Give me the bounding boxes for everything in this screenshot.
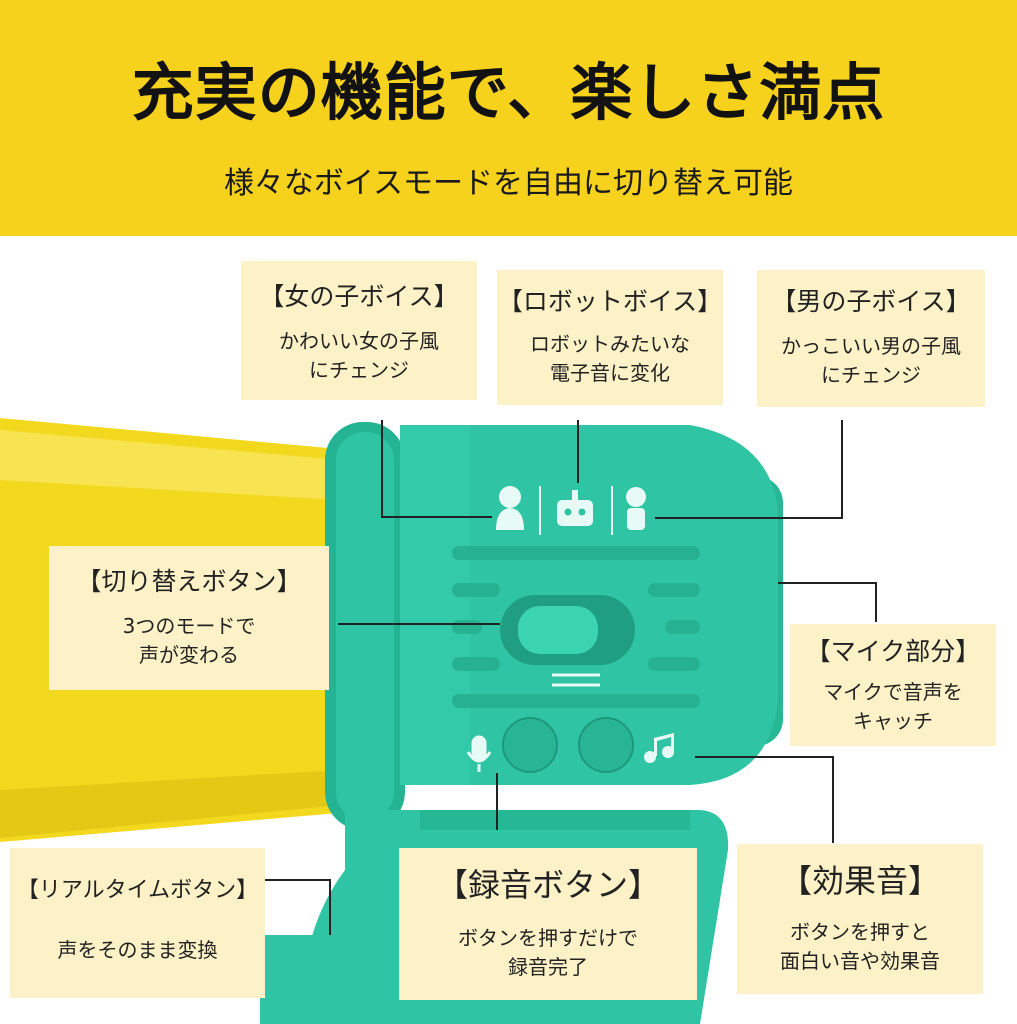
callout-desc: 声をそのまま変換 (57, 938, 218, 962)
callout-desc: かっこいい男の子風 にチェンジ (781, 334, 961, 387)
callout-title: 【マイク部分】 (805, 637, 981, 666)
callout-title: 【効果音】 (779, 862, 940, 900)
robot-voice-callout: 【ロボットボイス】 ロボットみたいな 電子音に変化 (497, 270, 723, 405)
callout-title: 【女の子ボイス】 (259, 282, 459, 311)
callout-desc: かわいい女の子風 にチェンジ (279, 329, 439, 382)
music-note-icon (644, 733, 674, 763)
record-button[interactable] (578, 717, 634, 773)
realtime-button[interactable] (502, 717, 558, 773)
swap-arrows-icon (552, 673, 600, 687)
callout-desc: ボタンを押すだけで 録音完了 (458, 926, 638, 979)
robot-icon (557, 490, 593, 526)
callout-desc: ロボットみたいな 電子音に変化 (530, 332, 690, 385)
callout-title: 【録音ボタン】 (435, 866, 660, 904)
sound-effect-callout: 【効果音】 ボタンを押すと 面白い音や効果音 (737, 844, 983, 994)
microphone-icon (466, 735, 492, 772)
switch-button-callout: 【切り替えボタン】 3つのモードで 声が変わる (49, 546, 329, 690)
record-button-callout: 【録音ボタン】 ボタンを押すだけで 録音完了 (399, 848, 697, 1000)
page-subtitle: 様々なボイスモードを自由に切り替え可能 (223, 166, 794, 201)
callout-title: 【リアルタイムボタン】 (16, 878, 259, 903)
boy-icon (626, 487, 646, 530)
girl-voice-callout: 【女の子ボイス】 かわいい女の子風 にチェンジ (241, 261, 477, 400)
callout-desc: マイクで音声を キャッチ (823, 680, 963, 733)
boy-voice-callout: 【男の子ボイス】 かっこいい男の子風 にチェンジ (757, 270, 985, 407)
callout-title: 【切り替えボタン】 (76, 567, 302, 596)
mic-part-callout: 【マイク部分】 マイクで音声を キャッチ (790, 624, 996, 746)
callout-desc: ボタンを押すと 面白い音や効果音 (780, 920, 940, 973)
callout-desc: 3つのモードで 声が変わる (122, 614, 256, 667)
realtime-button-callout: 【リアルタイムボタン】 声をそのまま変換 (10, 848, 265, 998)
girl-icon (496, 486, 524, 530)
page-title: 充実の機能で、楽しさ満点 (131, 56, 886, 129)
mode-switch-knob[interactable] (518, 606, 598, 654)
callout-title: 【ロボットボイス】 (497, 287, 723, 316)
header-banner: 充実の機能で、楽しさ満点 様々なボイスモードを自由に切り替え可能 (0, 0, 1017, 236)
connector-lines (265, 420, 877, 935)
callout-title: 【男の子ボイス】 (771, 287, 971, 316)
